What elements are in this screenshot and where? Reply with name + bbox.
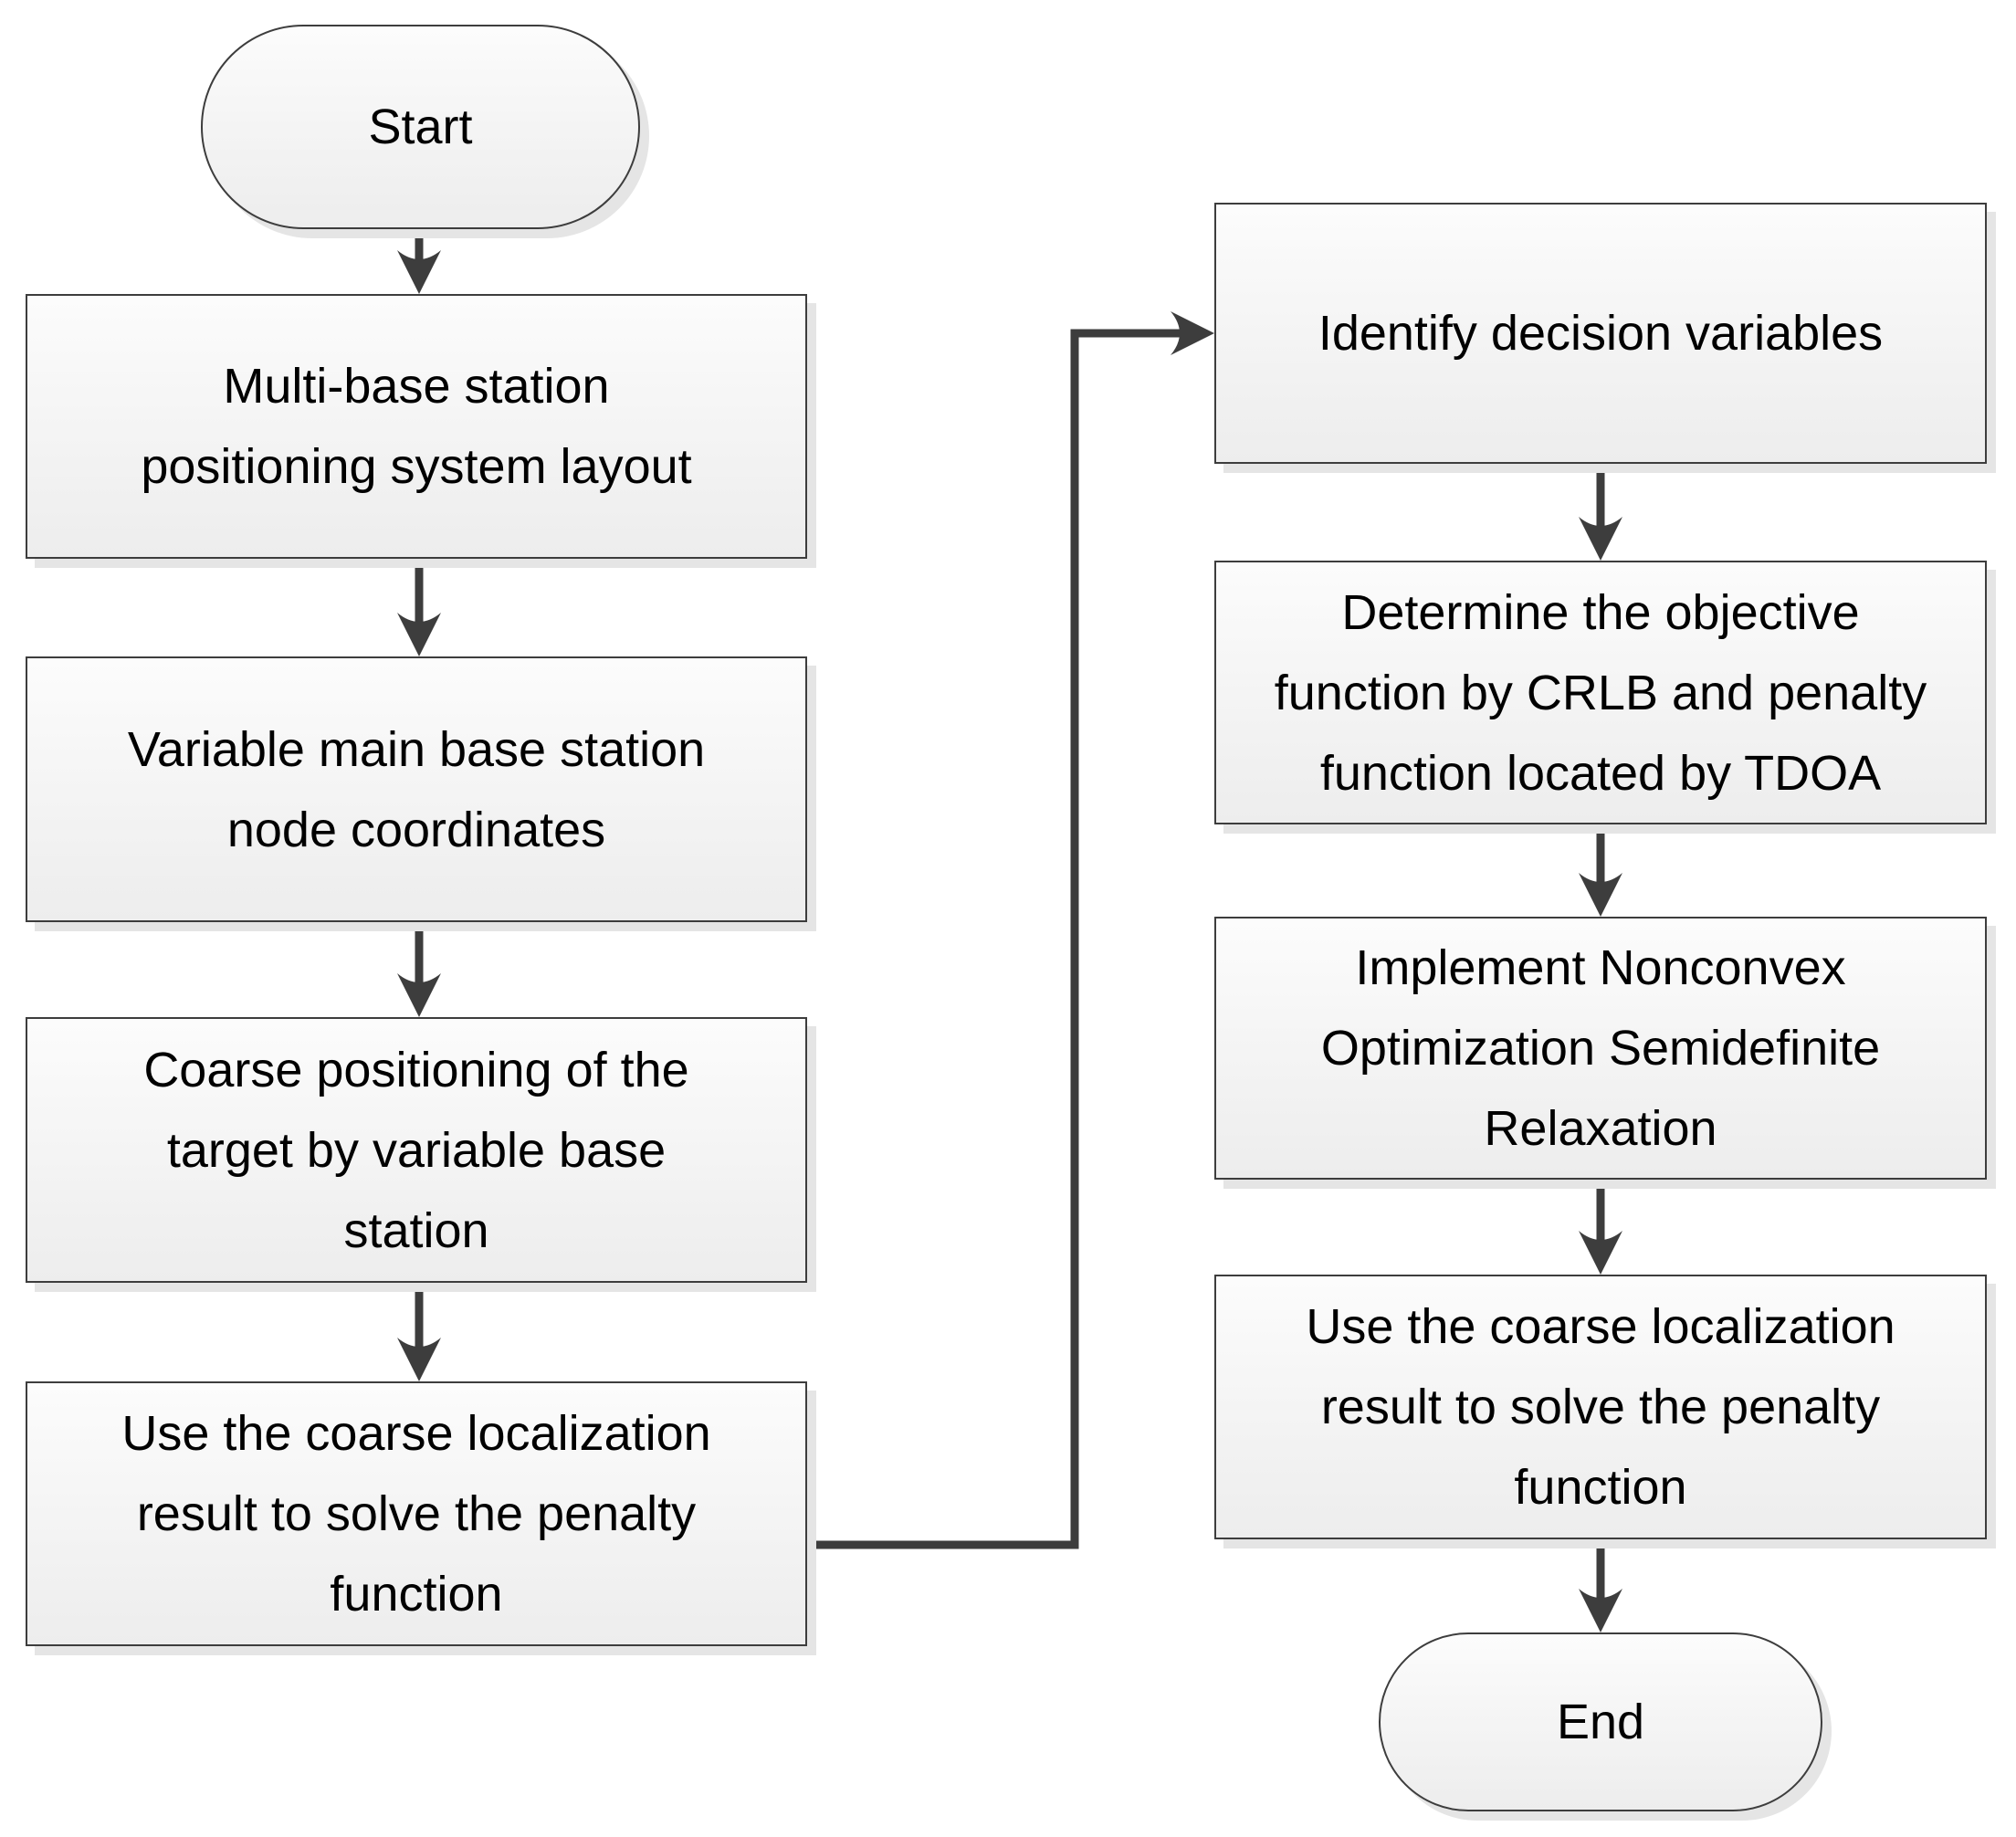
connector-penalty-to-identify — [803, 311, 1214, 1549]
node-end: End — [1379, 1632, 1822, 1811]
arrow-head — [1579, 517, 1622, 561]
node-start: Start — [201, 25, 640, 229]
arrow-head — [397, 613, 441, 656]
node-coarse-positioning: Coarse positioning of the target by vari… — [26, 1017, 807, 1283]
arrow-start-to-layout — [397, 223, 441, 294]
node-solve-penalty-left: Use the coarse localization result to so… — [26, 1381, 807, 1646]
arrow-identify-to-objective — [1579, 459, 1622, 561]
arrow-head — [1171, 311, 1214, 355]
node-solve-penalty-right: Use the coarse localization result to so… — [1214, 1275, 1987, 1539]
arrow-head — [397, 250, 441, 294]
node-determine-objective-label: Determine the objective function by CRLB… — [1274, 584, 1927, 801]
arrow-head — [1579, 1231, 1622, 1275]
arrow-coarse-to-penalty — [397, 1278, 441, 1381]
node-nonconvex-sdr: Implement Nonconvex Optimization Semidef… — [1214, 917, 1987, 1180]
node-determine-objective: Determine the objective function by CRLB… — [1214, 561, 1987, 824]
arrow-head — [397, 973, 441, 1017]
arrow-head — [1579, 873, 1622, 917]
node-coarse-positioning-label: Coarse positioning of the target by vari… — [143, 1042, 689, 1258]
node-nonconvex-sdr-label: Implement Nonconvex Optimization Semidef… — [1320, 940, 1881, 1156]
arrow-head — [397, 1338, 441, 1381]
arrow-penalty-to-end — [1579, 1535, 1622, 1632]
arrow-layout-to-coordinates — [397, 554, 441, 656]
node-start-label: Start — [368, 100, 473, 154]
arrow-head — [1579, 1589, 1622, 1632]
connector-line — [803, 329, 1186, 1549]
node-end-label: End — [1556, 1695, 1645, 1749]
arrow-sdr-to-penalty — [1579, 1175, 1622, 1275]
node-solve-penalty-left-label: Use the coarse localization result to so… — [121, 1406, 711, 1622]
node-identify-decision-variables-label: Identify decision variables — [1318, 306, 1884, 361]
arrow-coordinates-to-coarse — [397, 918, 441, 1017]
node-multi-base-layout: Multi-base station positioning system la… — [26, 294, 807, 559]
node-multi-base-layout-label: Multi-base station positioning system la… — [141, 359, 692, 494]
node-identify-decision-variables: Identify decision variables — [1214, 203, 1987, 464]
node-solve-penalty-right-label: Use the coarse localization result to so… — [1306, 1299, 1895, 1515]
arrow-objective-to-sdr — [1579, 820, 1622, 917]
node-variable-node-coordinates-label: Variable main base station node coordina… — [127, 721, 706, 857]
node-variable-node-coordinates: Variable main base station node coordina… — [26, 656, 807, 922]
